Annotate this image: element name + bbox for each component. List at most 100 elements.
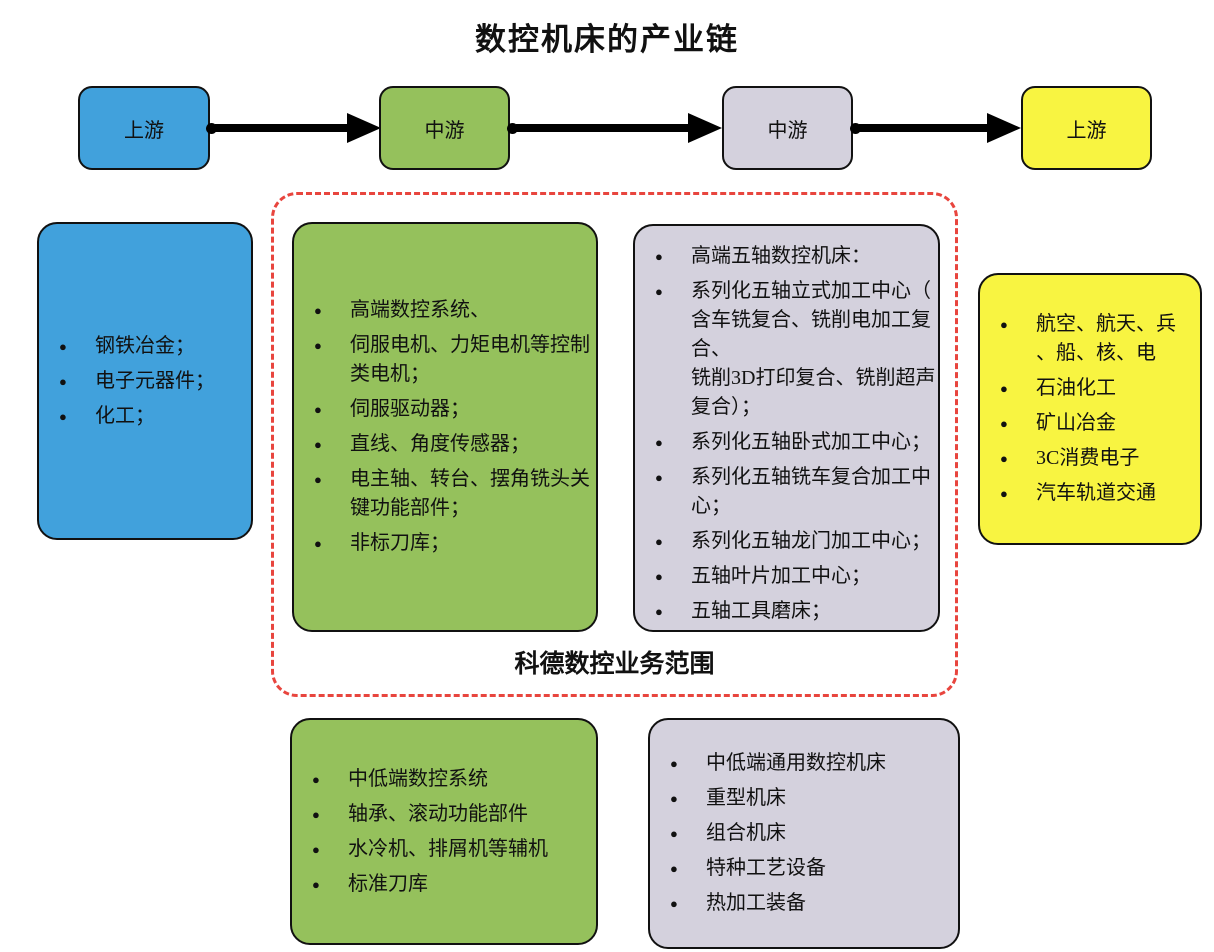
list-item: ●高端数控系统、 — [306, 296, 591, 325]
diagram-title: 数控机床的产业链 — [475, 22, 739, 57]
arrow-1-head-icon — [347, 113, 381, 143]
list-item-text: 系列化五轴铣车复合加工中心； — [691, 466, 931, 517]
list-item-text: 电主轴、转台、摆角铣头关键功能部件； — [350, 468, 590, 519]
bullet-icon: ● — [59, 373, 67, 389]
list-item: ● 水冷机、排屑机等辅机 — [304, 835, 591, 864]
list-item: ● 系列化五轴龙门加工中心； — [647, 527, 933, 556]
list-item: ●3C消费电子 — [992, 444, 1195, 473]
scope-dashed-box — [271, 192, 958, 697]
list-item-text: 非标刀库； — [350, 532, 450, 554]
bullet-icon: ● — [670, 896, 678, 911]
flow-box-downstream-label: 上游 — [1066, 119, 1107, 142]
bullet-icon: ● — [1000, 486, 1008, 501]
list-item: ● 电子元器件； — [51, 367, 246, 396]
flow-box-midstream-components: 中游 — [379, 86, 510, 170]
arrow-1-dot-icon — [206, 122, 217, 134]
list-item: ● 汽车轨道交通 — [992, 479, 1195, 508]
list-item: ● 钢铁冶金； — [51, 332, 246, 361]
bullet-icon: ● — [314, 472, 322, 487]
non-scope-machines-list: ●中低端通用数控机床●重型机床●组合机床●特种工艺设备●热加工装备 — [650, 720, 958, 947]
list-item-text: 中低端数控系统 — [348, 767, 488, 790]
downstream-industries-list: ● 航空、航天、兵、船、核、电 ● 石油化工 ● 矿山冶金 ●3C消费电子 ● 汽车轨道交通 — [980, 275, 1200, 543]
upstream-materials-box: ● 钢铁冶金； ● 电子元器件； ●化工； — [37, 222, 253, 540]
list-item-text: 中低端通用数控机床 — [706, 752, 886, 774]
bullet-icon: ● — [1000, 416, 1008, 431]
list-item-text: 矿山冶金 — [1036, 412, 1116, 434]
midstream-machines-box: ● 高端五轴数控机床： ● 系列化五轴立式加工中心（含车铣复合、铣削电加工复合、 铣削… — [633, 224, 940, 632]
list-item-text: 高端数控系统、 — [350, 299, 490, 321]
list-item: ● 石油化工 — [992, 374, 1195, 403]
list-item-text: 组合机床 — [706, 822, 786, 844]
list-item: ● 中低端通用数控机床 — [662, 749, 953, 778]
bullet-icon: ● — [655, 435, 663, 450]
bullet-icon: ● — [1000, 317, 1008, 332]
flow-box-downstream: 上游 — [1021, 86, 1152, 170]
scope-label: 科德数控业务范围 — [514, 651, 715, 678]
list-item: ● 矿山冶金 — [992, 409, 1195, 438]
bullet-icon: ● — [312, 841, 320, 857]
list-item: ● 系列化五轴立式加工中心（含车铣复合、铣削电加工复合、 铣削3D打印复合、铣削超… — [647, 277, 936, 422]
bullet-icon: ● — [655, 604, 663, 619]
list-item-text: 石油化工 — [1036, 377, 1116, 399]
list-item-text: 汽车轨道交通 — [1036, 482, 1156, 504]
list-item: ●五轴工具磨床； — [647, 597, 933, 626]
bullet-icon: ● — [312, 771, 320, 787]
list-item-text: 3C消费电子 — [1036, 447, 1140, 469]
bullet-icon: ● — [314, 536, 322, 551]
flow-box-midstream-machines-label: 中游 — [767, 119, 808, 142]
list-item-text: 水冷机、排屑机等辅机 — [348, 837, 548, 860]
bullet-icon: ● — [670, 756, 678, 771]
list-item-text: 高端五轴数控机床： — [691, 245, 871, 267]
list-item-text: 标准刀库 — [348, 872, 428, 895]
arrow-1-line — [215, 124, 347, 132]
midstream-machines-list: ● 高端五轴数控机床： ● 系列化五轴立式加工中心（含车铣复合、铣削电加工复合、 铣削… — [635, 226, 938, 630]
bullet-icon: ● — [655, 569, 663, 584]
arrow-1 — [206, 113, 381, 143]
midstream-components-box: ●高端数控系统、●伺服电机、力矩电机等控制类电机；●伺服驱动器；●直线、角度传感… — [292, 222, 598, 632]
downstream-industries-box: ● 航空、航天、兵、船、核、电 ● 石油化工 ● 矿山冶金 ●3C消费电子 ● 汽车轨道交通 — [978, 273, 1202, 545]
bullet-icon: ● — [670, 861, 678, 876]
bullet-icon: ● — [314, 437, 322, 452]
list-item: ● 五轴叶片加工中心； — [647, 562, 933, 591]
arrow-2-line — [516, 124, 688, 132]
bullet-icon: ● — [655, 470, 663, 485]
list-item-text: 伺服驱动器； — [350, 398, 470, 420]
flow-box-upstream-left-label: 上游 — [124, 119, 164, 142]
list-item: ● 电主轴、转台、摆角铣头关键功能部件； — [306, 465, 591, 523]
list-item-text: 航空、航天、兵、船、核、电 — [1036, 313, 1176, 364]
bullet-icon: ● — [655, 249, 663, 264]
list-item-text: 五轴叶片加工中心； — [691, 565, 871, 587]
list-item-text: 特种工艺设备 — [706, 857, 826, 879]
arrow-2 — [507, 113, 722, 143]
list-item-text: 轴承、滚动功能部件 — [348, 802, 528, 825]
list-item: ●组合机床 — [662, 819, 953, 848]
list-item-text: 重型机床 — [706, 787, 786, 809]
midstream-components-list: ●高端数控系统、●伺服电机、力矩电机等控制类电机；●伺服驱动器；●直线、角度传感… — [294, 224, 596, 630]
list-item-text: 电子元器件； — [95, 369, 215, 392]
arrow-3-head-icon — [987, 113, 1021, 143]
arrow-2-head-icon — [688, 113, 722, 143]
list-item: ● 轴承、滚动功能部件 — [304, 800, 591, 829]
list-item-text: 伺服电机、力矩电机等控制类电机； — [350, 334, 590, 385]
list-item-text: 系列化五轴龙门加工中心； — [691, 530, 931, 552]
list-item: ● 伺服驱动器； — [306, 395, 591, 424]
list-item-text: 钢铁冶金； — [95, 334, 195, 357]
bullet-icon: ● — [655, 284, 663, 299]
non-scope-machines-box: ●中低端通用数控机床●重型机床●组合机床●特种工艺设备●热加工装备 — [648, 718, 960, 949]
list-item: ● 系列化五轴卧式加工中心； — [647, 428, 933, 457]
list-item-text: 化工； — [95, 404, 155, 427]
non-scope-components-box: ● 中低端数控系统 ● 轴承、滚动功能部件 ● 水冷机、排屑机等辅机 ●标准刀库 — [290, 718, 598, 945]
upstream-materials-list: ● 钢铁冶金； ● 电子元器件； ●化工； — [39, 224, 251, 538]
bullet-icon: ● — [1000, 381, 1008, 396]
bullet-icon: ● — [655, 534, 663, 549]
non-scope-components-list: ● 中低端数控系统 ● 轴承、滚动功能部件 ● 水冷机、排屑机等辅机 ●标准刀库 — [292, 720, 596, 943]
list-item-text: 系列化五轴卧式加工中心； — [691, 431, 931, 453]
list-item-text: 系列化五轴立式加工中心（含车铣复合、铣削电加工复合、 铣削3D打印复合、铣削超声… — [691, 280, 936, 418]
bullet-icon: ● — [670, 791, 678, 806]
bullet-icon: ● — [59, 338, 67, 354]
list-item: ●标准刀库 — [304, 870, 591, 899]
bullet-icon: ● — [314, 402, 322, 417]
list-item: ●化工； — [51, 402, 246, 431]
bullet-icon: ● — [312, 806, 320, 822]
